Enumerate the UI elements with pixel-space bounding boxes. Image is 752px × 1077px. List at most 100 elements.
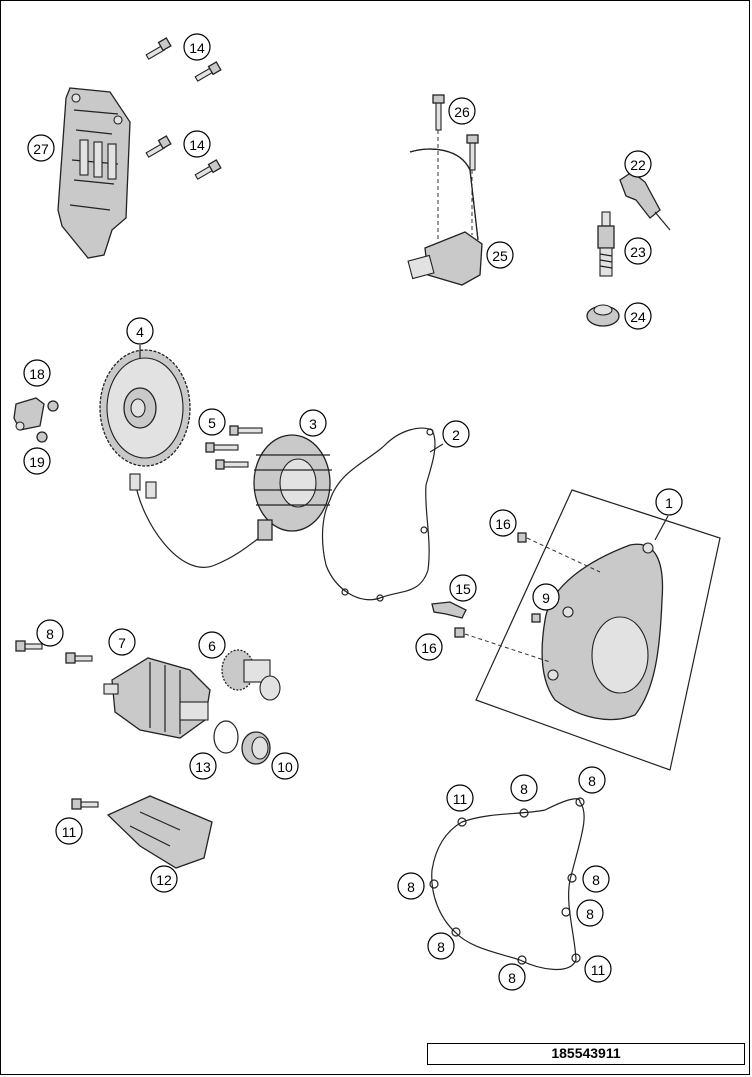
callout-circle [624, 302, 652, 330]
bolt-part-11-guard [71, 798, 99, 810]
callout-label: 14 [189, 40, 205, 56]
callout-label: 12 [156, 872, 172, 888]
callout-circle [55, 817, 83, 845]
callout-label: 27 [33, 141, 49, 157]
callout-6: 6 [198, 631, 226, 659]
callout-label: 4 [136, 324, 144, 340]
callout-23: 23 [624, 237, 652, 265]
callout-label: 16 [421, 640, 437, 656]
callout-label: 8 [437, 939, 445, 955]
bolt-part-26 [432, 94, 479, 240]
callout-circle [397, 872, 425, 900]
callout-2: 2 [442, 420, 470, 448]
callout-label: 5 [208, 415, 216, 431]
callout-7: 7 [108, 628, 136, 656]
control-unit-part-27 [57, 87, 131, 259]
starter-drive-part-6 [221, 649, 281, 701]
callout-24: 24 [624, 302, 652, 330]
callout-label: 13 [195, 759, 211, 775]
callout-8: 8 [510, 774, 538, 802]
callout-16: 16 [415, 633, 443, 661]
callout-8: 8 [36, 619, 64, 647]
callout-label: 8 [592, 872, 600, 888]
callout-label: 8 [588, 773, 596, 789]
callout-circle [23, 447, 51, 475]
callout-5: 5 [198, 408, 226, 436]
callout-circle [427, 932, 455, 960]
callout-label: 8 [407, 879, 415, 895]
callout-circle [578, 766, 606, 794]
screw-part-16b [454, 627, 465, 638]
spark-plug-cap-part-22 [619, 171, 671, 231]
callout-26: 26 [448, 97, 476, 125]
callout-circle [271, 752, 299, 780]
bolt-part-14d [194, 159, 222, 180]
callout-label: 11 [62, 824, 77, 840]
callout-circle [489, 509, 517, 537]
cover-gasket-outline [429, 797, 585, 971]
callout-12: 12 [150, 865, 178, 893]
callout-15: 15 [449, 574, 477, 602]
callout-label: 24 [630, 309, 646, 325]
screw-part-16a [517, 532, 527, 543]
callout-circle [198, 408, 226, 436]
stator-part-3 [129, 434, 332, 568]
starter-motor-part-7 [103, 657, 211, 739]
callout-11: 11 [446, 784, 474, 812]
document-number: 185543911 [427, 1043, 745, 1065]
callout-label: 3 [309, 416, 317, 432]
bolt-part-14c [145, 135, 172, 158]
flywheel-part-4 [99, 349, 191, 467]
callout-label: 2 [452, 427, 460, 443]
callout-circle [510, 774, 538, 802]
callout-4: 4 [126, 317, 154, 345]
callout-circle [624, 237, 652, 265]
callout-label: 9 [542, 590, 550, 606]
callout-8: 8 [578, 766, 606, 794]
callout-circle [584, 955, 612, 983]
callout-label: 26 [454, 104, 470, 120]
callout-circle [150, 865, 178, 893]
callout-label: 11 [453, 791, 468, 807]
callout-9: 9 [532, 583, 560, 611]
callout-circle [36, 619, 64, 647]
clip-part-15 [431, 601, 467, 619]
bolt-part-14a [145, 37, 172, 60]
callout-18: 18 [23, 359, 51, 387]
callout-circle [532, 583, 560, 611]
callout-label: 23 [630, 244, 646, 260]
bushing-part-10 [241, 731, 271, 765]
callout-16: 16 [489, 509, 517, 537]
callout-circle [624, 150, 652, 178]
callout-circle [449, 574, 477, 602]
callout-8: 8 [498, 963, 526, 991]
bolt-part-8-starter [15, 640, 93, 664]
callout-label: 19 [29, 454, 45, 470]
callout-label: 6 [208, 638, 216, 654]
callout-circle [442, 420, 470, 448]
callout-19: 19 [23, 447, 51, 475]
callout-circle [183, 130, 211, 158]
callout-13: 13 [189, 752, 217, 780]
ignition-coil-part-25 [407, 148, 483, 286]
callout-circle [299, 409, 327, 437]
o-ring-part-13 [213, 720, 239, 754]
callout-circle [415, 633, 443, 661]
callout-label: 8 [508, 970, 516, 986]
callout-11: 11 [584, 955, 612, 983]
callout-label: 16 [495, 516, 511, 532]
callout-25: 25 [486, 241, 514, 269]
callout-3: 3 [299, 409, 327, 437]
callout-circle [576, 899, 604, 927]
callout-circle [189, 752, 217, 780]
callout-circle [126, 317, 154, 345]
callout-label: 25 [492, 248, 508, 264]
gasket-part-2 [321, 427, 436, 602]
callout-label: 10 [277, 759, 293, 775]
callout-8: 8 [397, 872, 425, 900]
callout-8: 8 [427, 932, 455, 960]
cover-part-1 [464, 489, 721, 771]
callout-label: 15 [455, 581, 471, 597]
callout-circle [108, 628, 136, 656]
